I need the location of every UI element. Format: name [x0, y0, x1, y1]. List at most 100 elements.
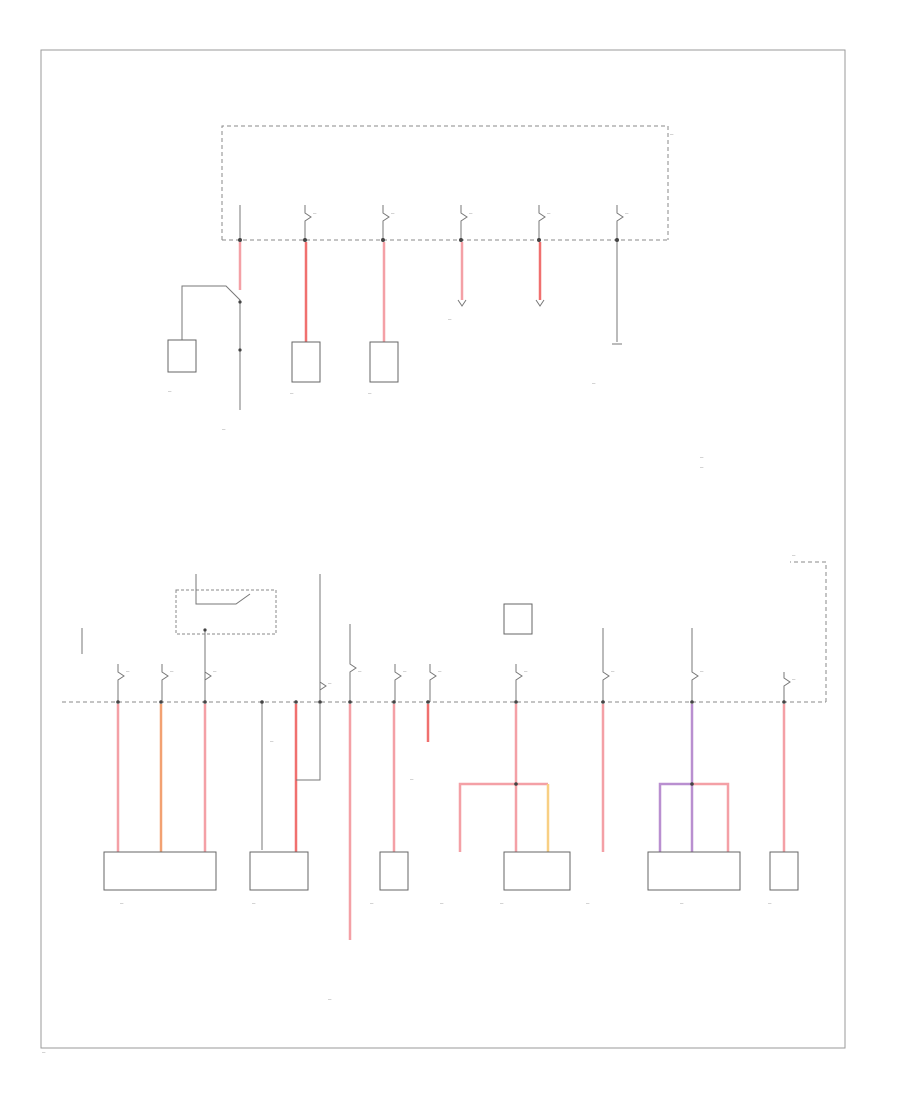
lower-circuit: — — — — — — — — — —	[62, 553, 827, 1001]
fuse-label: —	[403, 669, 407, 673]
component-box	[103, 851, 217, 891]
junction-node	[318, 700, 322, 704]
relay-contacts	[195, 574, 251, 702]
fuse-label: —	[438, 669, 442, 673]
upper-relay-switch	[167, 285, 242, 410]
junction-node	[615, 238, 619, 242]
lower-junctions	[116, 700, 786, 786]
fuse-label: —	[391, 211, 395, 215]
junction-node	[294, 700, 298, 704]
fuse-symbol	[304, 205, 312, 240]
fuse-symbol	[204, 664, 212, 702]
component-label: —	[592, 381, 596, 385]
lower-source-symbols	[81, 603, 693, 664]
component-label: —	[222, 427, 226, 431]
fuse-label: —	[270, 739, 274, 743]
fuse-symbol	[515, 664, 523, 702]
junction-node	[459, 238, 463, 242]
component-label: —	[410, 777, 414, 781]
relay-node	[203, 628, 207, 632]
fuse-label: —	[170, 669, 174, 673]
lower-bus-riser	[790, 561, 827, 702]
wire-gray	[296, 704, 321, 781]
switch-contact	[238, 300, 242, 304]
fuse-symbol	[429, 664, 437, 702]
junction-node	[392, 700, 396, 704]
junction-node	[159, 700, 163, 704]
legend-line: —	[700, 465, 704, 469]
fuse-label: —	[469, 211, 473, 215]
fuse-symbol	[602, 664, 610, 702]
component-box	[167, 339, 197, 373]
fuse-symbol	[117, 664, 125, 702]
component-box	[769, 851, 799, 891]
component-label: —	[586, 901, 590, 905]
fuse-label: —	[126, 669, 130, 673]
junction-node	[514, 700, 518, 704]
fuse-symbol	[319, 676, 327, 702]
fuse-label: —	[547, 211, 551, 215]
switch-path	[181, 285, 241, 410]
wire-red	[692, 782, 730, 852]
lower-components	[103, 851, 799, 891]
component-box	[379, 851, 409, 891]
component-box	[291, 341, 321, 383]
junction-node	[690, 782, 694, 786]
lower-bus-label: —	[792, 553, 796, 557]
fuse-symbol	[382, 205, 390, 240]
fuse-label: —	[328, 681, 332, 685]
component-label: —	[120, 901, 124, 905]
fuse-symbol	[394, 664, 402, 702]
fuse-symbol	[460, 205, 468, 240]
junction-node	[303, 238, 307, 242]
fuse-label: —	[313, 211, 317, 215]
component-label: —	[500, 901, 504, 905]
fuse-label: —	[524, 669, 528, 673]
source-line	[602, 628, 693, 664]
component-label: —	[368, 391, 372, 395]
junction-node	[514, 782, 518, 786]
fuse-symbol	[691, 664, 699, 702]
wire-violet	[658, 782, 692, 852]
component-label: —	[440, 901, 444, 905]
junction-node	[348, 700, 352, 704]
component-box	[503, 603, 533, 635]
component-label: —	[328, 997, 332, 1001]
fuse-label: —	[358, 669, 362, 673]
connector-arrows	[457, 299, 545, 307]
component-label: —	[370, 901, 374, 905]
upper-circuit: — — — — — —	[167, 125, 704, 469]
upper-bus-loop	[221, 125, 669, 240]
component-box	[249, 851, 309, 891]
junction-node	[601, 700, 605, 704]
lower-wires	[116, 704, 786, 940]
diagram-frame	[40, 49, 846, 1049]
component-label: —	[448, 317, 452, 321]
wire-red	[458, 782, 548, 852]
component-label: —	[290, 391, 294, 395]
fuse-symbol	[349, 640, 357, 702]
junction-node	[116, 700, 120, 704]
junction-node	[426, 700, 430, 704]
relay-housing	[175, 589, 277, 635]
junction-node	[260, 700, 264, 704]
lower-fuses: — — — — — — — — — — — —	[117, 640, 796, 850]
component-label: —	[252, 901, 256, 905]
upper-wires	[238, 242, 618, 342]
switch-contact	[238, 348, 242, 352]
junction-node	[381, 238, 385, 242]
fuse-symbol	[616, 205, 624, 240]
junction-node	[690, 700, 694, 704]
component-box	[647, 851, 741, 891]
legend-line: —	[700, 455, 704, 459]
fuse-label: —	[700, 669, 704, 673]
component-label: —	[768, 901, 772, 905]
lower-relay-box	[175, 574, 321, 702]
fuse-label: —	[213, 669, 217, 673]
upper-bus-label: —	[670, 132, 674, 136]
component-box	[503, 851, 571, 891]
fuse-symbol	[161, 664, 169, 702]
fuse-symbol	[783, 672, 791, 702]
fuse-label: —	[611, 669, 615, 673]
